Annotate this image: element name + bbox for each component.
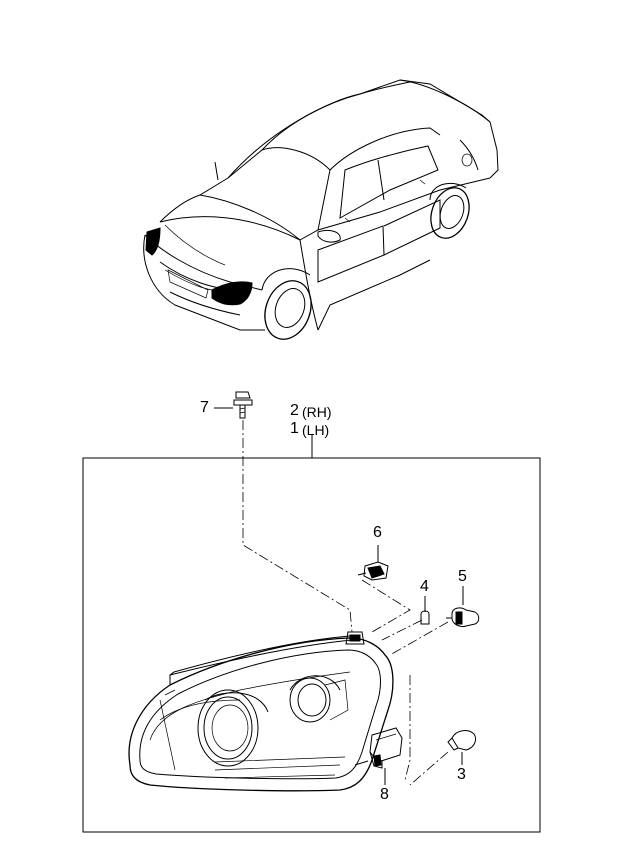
callout-1-side: (LH): [302, 422, 330, 438]
dashed-leaders: [242, 420, 449, 786]
callout-8: 8: [380, 786, 389, 803]
callout-6: 6: [373, 524, 382, 541]
callout-1: 1: [290, 420, 299, 437]
bulb-part-4: [420, 596, 430, 625]
headlamp-assembly: [128, 631, 394, 792]
assembly-frame: [82, 457, 541, 833]
car-illustration: [143, 79, 499, 340]
callout-5: 5: [458, 568, 467, 585]
callout-2-side: (RH): [302, 404, 332, 420]
leveling-motor-part-8: [354, 727, 403, 785]
bulb-part-3: [447, 730, 477, 765]
callout-3: 3: [457, 766, 466, 783]
callout-7: 7: [200, 399, 209, 416]
callout-4: 4: [420, 578, 429, 595]
socket-part-6: [357, 545, 389, 581]
bolt-part-7: [214, 391, 253, 419]
callout-2: 2: [290, 402, 299, 419]
bulb-part-5: [446, 586, 480, 627]
